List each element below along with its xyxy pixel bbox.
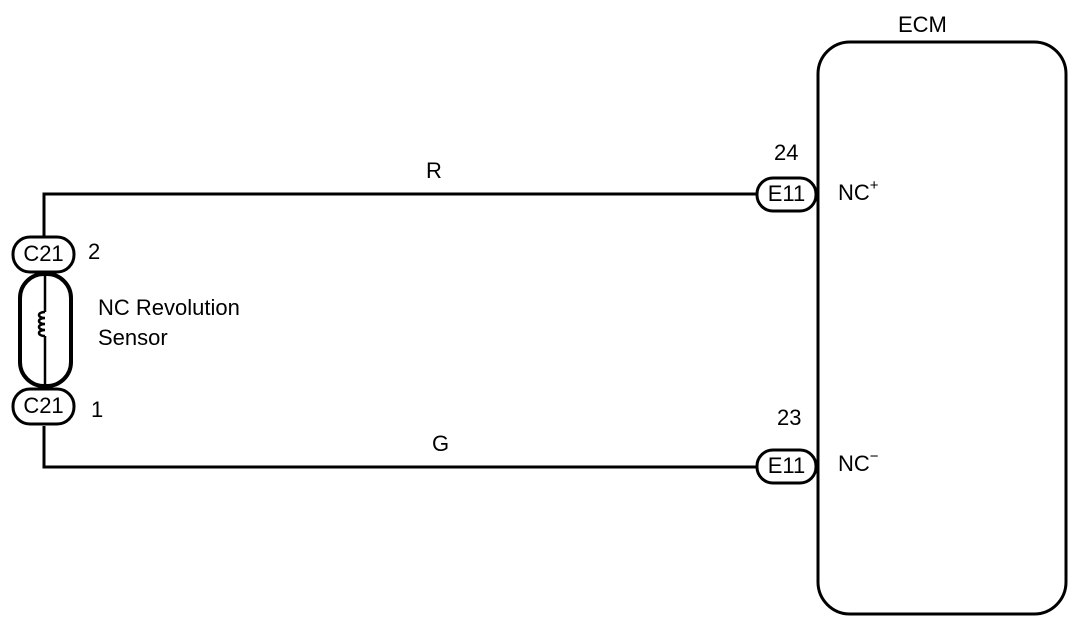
- ecm-connector-e11-upper: [755, 176, 818, 213]
- ecm-signal-nc-plus: NC+: [838, 176, 879, 206]
- sensor-connector-c21-lower: [11, 387, 76, 426]
- sensor-name-line1: NC Revolution: [98, 295, 240, 320]
- ecm-connector-label-lower: E11: [767, 453, 806, 478]
- ecm-box: [816, 40, 1068, 616]
- ecm-connector-e11-lower: [755, 448, 818, 485]
- ecm-signal-nc-minus: NC−: [838, 447, 879, 477]
- sensor-connector-c21-upper: [11, 235, 76, 274]
- sensor-connector-label-lower: C21: [23, 393, 64, 418]
- sensor-coil-icon: [37, 272, 47, 388]
- ecm-title: ECM: [898, 12, 947, 37]
- sensor-pin-2-number: 2: [88, 239, 101, 264]
- ecm-connector-label-upper: E11: [767, 181, 806, 206]
- signal-name: NC: [838, 180, 870, 205]
- polarity-plus: +: [869, 176, 879, 194]
- polarity-minus: −: [869, 447, 879, 465]
- sensor-connector-label-upper: C21: [23, 241, 64, 266]
- ecm-pin-23-number: 23: [777, 405, 802, 430]
- sensor-pin-1-number: 1: [91, 397, 104, 422]
- sensor-name-line2: Sensor: [98, 325, 168, 350]
- wire-r-label: R: [426, 158, 442, 183]
- ecm-pin-24-number: 24: [774, 140, 799, 165]
- wire-r: [42, 192, 758, 236]
- signal-name: NC: [838, 451, 870, 476]
- wire-g-label: G: [432, 431, 450, 456]
- wire-g: [42, 426, 758, 469]
